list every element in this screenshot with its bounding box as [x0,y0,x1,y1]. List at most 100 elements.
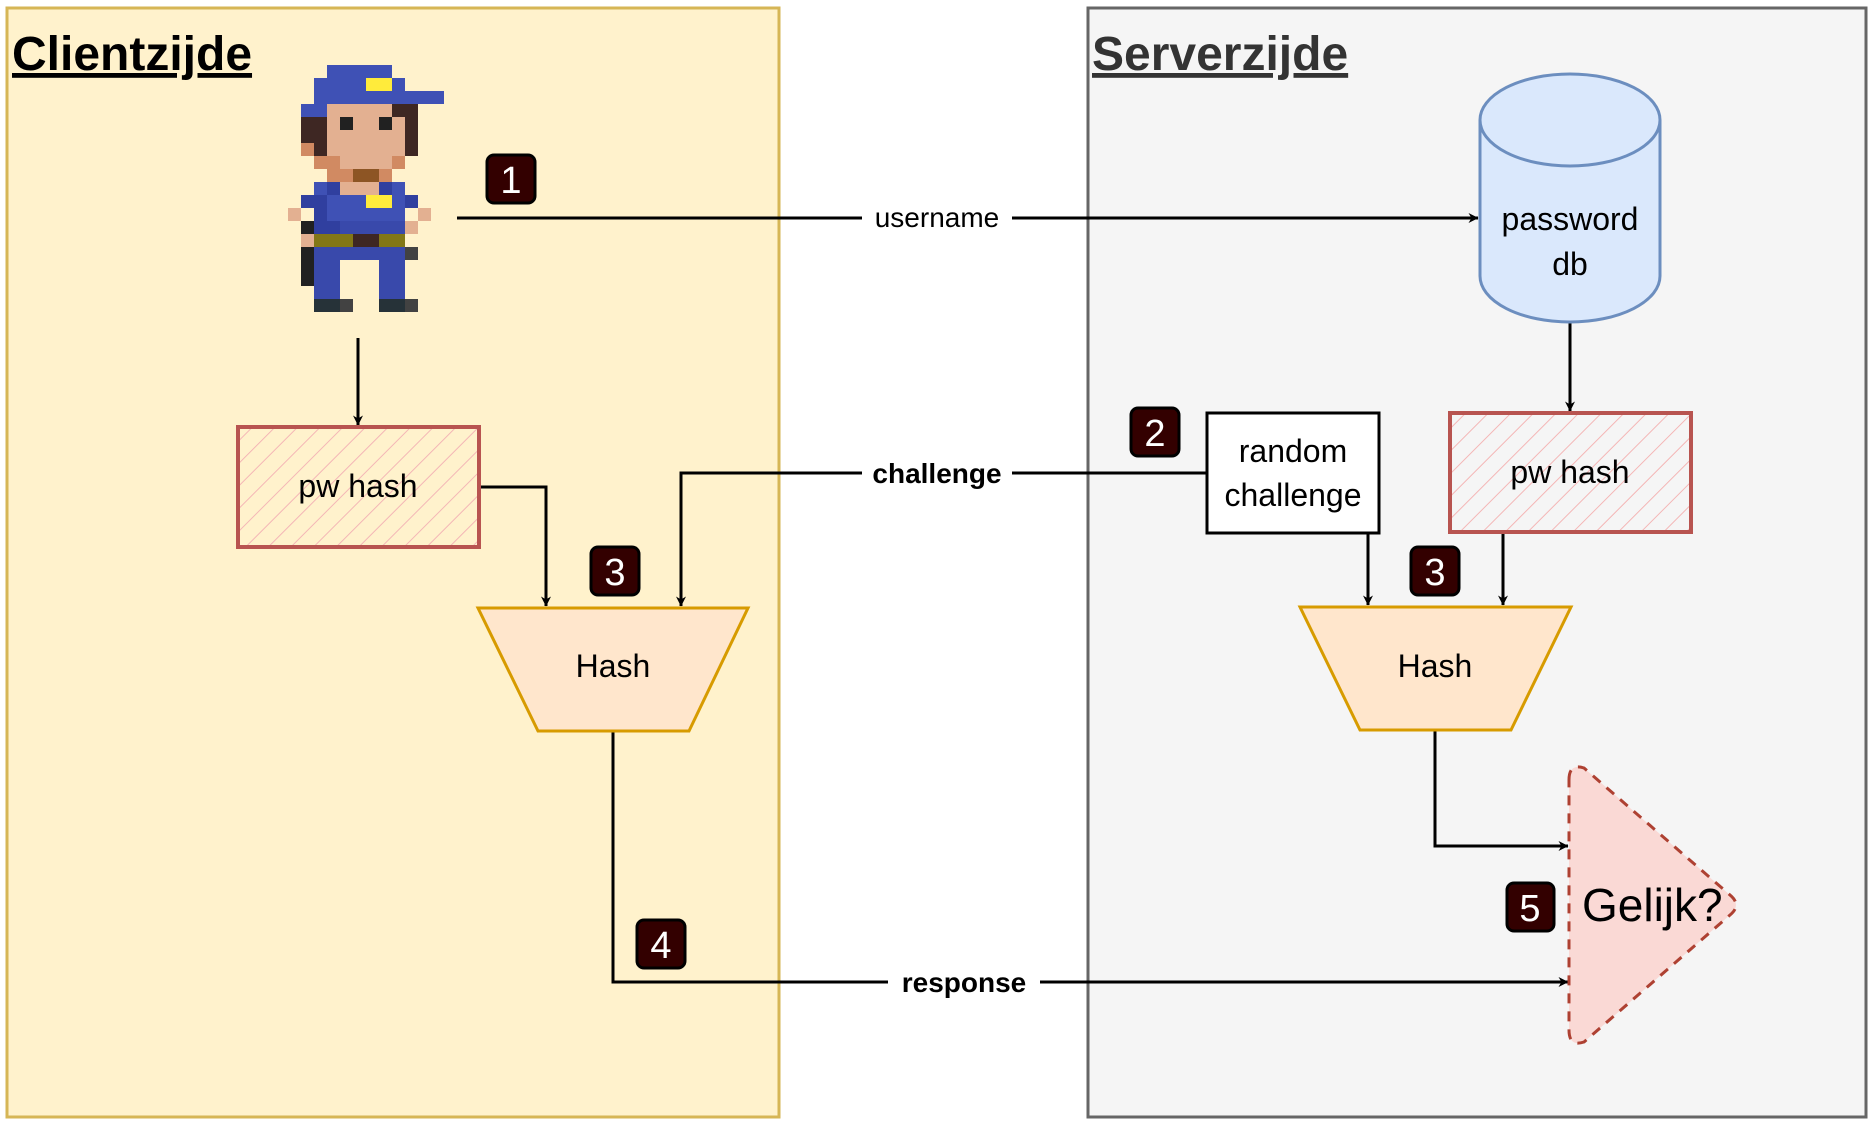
user-avatar-pixel [366,156,379,169]
server-hash-trapezoid [1297,605,1574,732]
user-avatar-pixel [392,234,405,247]
user-avatar-pixel [405,299,418,312]
user-avatar-pixel [405,208,418,221]
step-badge-4-label: 4 [650,925,671,967]
user-avatar-pixel [314,91,327,104]
step-badges: 1 2 3 3 4 5 [485,153,1556,970]
step-badge-3-client: 3 [589,545,641,597]
server-pw-hash-label: pw hash [1510,454,1629,490]
compare-node[interactable]: Gelijk? [1567,765,1738,1045]
user-avatar-pixel [327,247,340,260]
user-avatar-pixel [353,195,366,208]
user-avatar-pixel [340,91,353,104]
server-hash-node[interactable]: Hash [1297,605,1574,732]
user-avatar-pixel [340,78,353,91]
user-avatar-icon[interactable] [288,65,444,312]
step-badge-3-server-label: 3 [1424,552,1445,594]
user-avatar-pixel [340,234,353,247]
user-avatar-pixel [392,91,405,104]
user-avatar-pixel [288,208,301,221]
user-avatar-pixel [405,104,418,117]
server-pw-hash-node[interactable]: pw hash [1448,411,1693,534]
user-avatar-pixel [314,273,327,286]
user-avatar-pixel [431,91,444,104]
random-challenge-box [1205,411,1381,535]
user-avatar-pixel [379,221,392,234]
user-avatar-pixel [379,182,392,195]
user-avatar-pixel [340,195,353,208]
client-hash-trapezoid [475,606,751,733]
client-pw-hash-box [236,425,481,549]
user-avatar-pixel [418,208,431,221]
client-pw-hash-node[interactable]: pw hash [236,425,481,549]
server-hash-label: Hash [1398,648,1473,684]
user-avatar-pixel [353,208,366,221]
user-avatar-pixel [301,143,314,156]
user-avatar-pixel [392,221,405,234]
user-avatar-pixel [392,273,405,286]
user-avatar-pixel [366,91,379,104]
user-avatar-pixel [327,130,340,143]
user-avatar-pixel [405,117,418,130]
step-badge-5: 5 [1505,881,1556,933]
user-avatar-pixel [327,143,340,156]
user-avatar-pixel [314,117,327,130]
user-avatar-pixel [340,117,353,130]
user-avatar-pixel [327,234,340,247]
random-challenge-label-line2: challenge [1225,477,1362,513]
user-avatar-pixel [405,130,418,143]
client-pw-hash-label: pw hash [298,468,417,504]
user-avatar-pixel [379,65,392,78]
user-avatar-pixel [379,260,392,273]
edge-client-pw-hash-to-hash [481,485,551,607]
user-avatar-pixel [353,143,366,156]
user-avatar-pixel [301,273,314,286]
step-badge-1: 1 [485,153,537,205]
user-avatar-pixel [353,104,366,117]
user-avatar-pixel [301,234,314,247]
user-avatar-pixel [366,234,379,247]
user-avatar-pixel [301,208,314,221]
user-avatar-pixel [366,247,379,260]
user-avatar-pixel [327,260,340,273]
client-hash-node[interactable]: Hash [475,606,751,733]
response-label-background [888,964,1040,1000]
user-avatar-pixel [366,182,379,195]
client-panel-title: Clientzijde [12,28,252,81]
user-avatar-pixel [353,117,366,130]
user-avatar-pixel [379,117,392,130]
user-avatar-pixel [327,156,340,169]
user-avatar-pixel [314,260,327,273]
user-avatar-pixel [340,247,353,260]
user-avatar-pixel [327,221,340,234]
user-avatar-pixel [327,273,340,286]
user-avatar-pixel [340,299,353,312]
user-avatar-pixel [405,91,418,104]
user-avatar-pixel [392,143,405,156]
step-badge-3-client-label: 3 [604,552,625,594]
step-badge-5-label: 5 [1519,888,1540,930]
user-avatar-pixel [353,130,366,143]
user-avatar-pixel [314,221,327,234]
user-avatar-pixel [379,143,392,156]
random-challenge-node[interactable]: random challenge [1205,411,1381,535]
user-avatar-pixel [366,143,379,156]
user-avatar-pixel [327,65,340,78]
user-avatar-pixel [379,130,392,143]
user-avatar-pixel [418,91,431,104]
user-avatar-pixel [379,78,392,91]
user-avatar-pixel [379,195,392,208]
user-avatar-pixel [366,104,379,117]
user-avatar-pixel [392,117,405,130]
user-avatar-pixel [366,117,379,130]
user-avatar-pixel [327,169,340,182]
server-panel-background [1086,6,1868,1119]
user-avatar-pixel [379,273,392,286]
user-avatar-pixel [392,247,405,260]
user-avatar-pixel [314,299,327,312]
password-db-node[interactable]: password db [1478,72,1662,324]
user-avatar-pixel [314,143,327,156]
user-avatar-pixel [314,195,327,208]
user-avatar-pixel [327,299,340,312]
user-avatar-pixel [327,117,340,130]
